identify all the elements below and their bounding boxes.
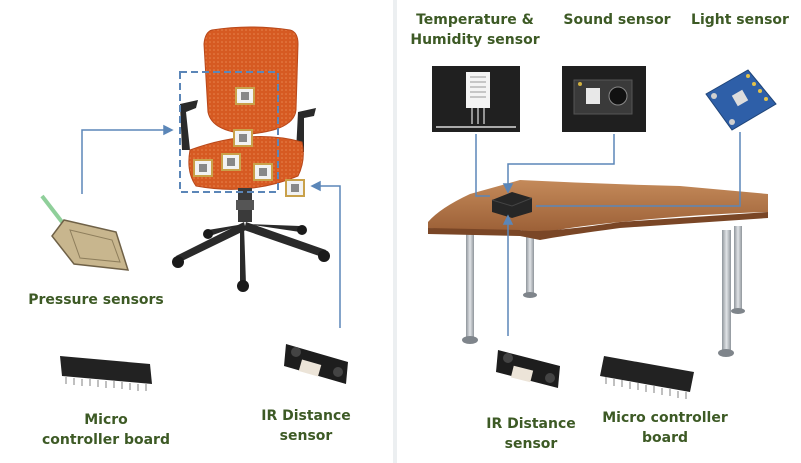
chip-icon [285,179,305,197]
label-line: Temperature & [416,12,534,28]
chip-icon [193,159,213,177]
label-line: Micro controller [602,410,728,426]
label-line: controller board [42,432,170,448]
left-connectors [81,124,341,328]
temperature-humidity-sensor-label: Temperature & Humidity sensor [400,10,550,50]
sound-sensor-label: Sound sensor [563,12,671,28]
microcontroller-chip-right [600,356,694,399]
pressure-sensor-pad [40,194,130,271]
label-line: IR Distance [486,416,576,432]
label-line: Humidity sensor [410,32,540,48]
micro-controller-board-label-right: Micro controller board [590,408,740,448]
right-connectors [475,132,741,336]
label-line: sensor [504,436,558,452]
ir-sensor-right [496,350,560,388]
pressure-sensors-label: Pressure sensors [28,292,164,308]
label-line: sensor [279,428,333,444]
chip-icon [233,129,253,147]
ir-distance-sensor-label-right: IR Distance sensor [476,414,586,454]
light-sensor-label: Light sensor [691,12,789,28]
chip-icon [253,163,273,181]
ir-sensor-left [284,344,348,384]
label-line: IR Distance [261,408,351,424]
office-desk [428,180,768,357]
office-chair [172,26,330,292]
light-sensor [705,69,777,131]
micro-controller-board-label-left: Micro controller board [26,410,186,450]
chip-icon [235,87,255,105]
ir-distance-sensor-label-left: IR Distance sensor [246,406,366,446]
chip-icon [221,153,241,171]
microcontroller-chip-left [60,356,152,391]
chair-sensor-chips [193,87,305,197]
sound-sensor [562,66,646,132]
sensor-region-outline [179,71,279,193]
temp-humidity-sensor [432,66,520,132]
panel-divider [393,0,397,463]
label-line: Micro [84,412,128,428]
label-line: board [641,430,688,446]
